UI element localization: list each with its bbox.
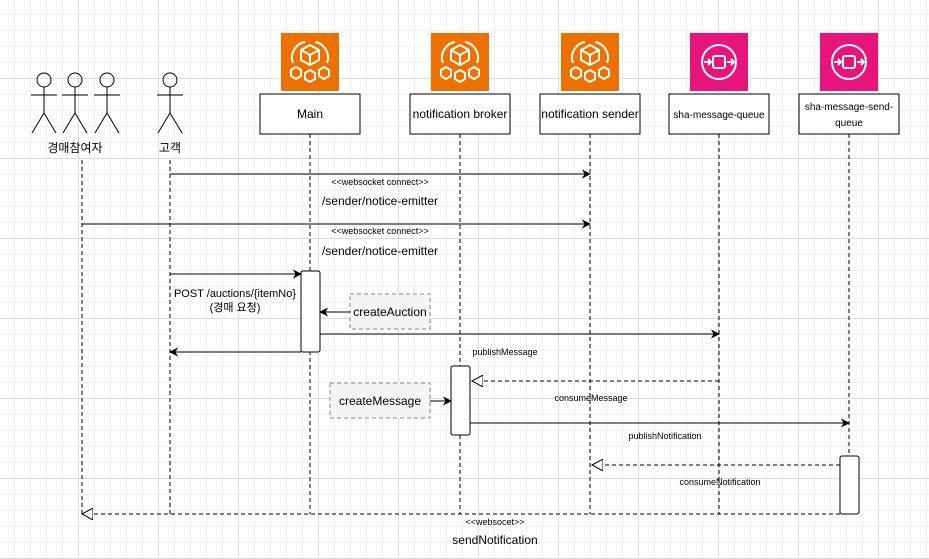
message-websocket-customer: <<websocket connect>> /sender/notice-emi… [170, 169, 591, 208]
queue-sqs-icon [690, 33, 748, 91]
note-create-auction: createAuction [319, 293, 431, 330]
note-create-message: createMessage [329, 382, 452, 419]
message-consume-notification: consumeNotification [592, 465, 840, 487]
participant-send-queue-label-line1: sha-message-send- [805, 102, 893, 113]
message-label-line1: POST /auctions/{itemNo} [174, 288, 296, 300]
message-websocket-bidders: <<websocket connect>> /sender/notice-emi… [82, 219, 591, 258]
message-stereotype: <<websocket connect>> [331, 226, 429, 236]
message-label: publishNotification [628, 431, 701, 441]
message-publish-message: publishMessage [320, 329, 720, 357]
message-label: sendNotification [452, 533, 537, 547]
message-label: /sender/notice-emitter [322, 244, 438, 258]
participant-main-label: Main [297, 107, 323, 121]
main-ecs-icon [281, 33, 339, 91]
participant-broker-label: notification broker [413, 107, 508, 121]
message-stereotype: <<websocet>> [465, 517, 524, 527]
message-label: consumeNotification [679, 477, 760, 487]
actor-icon [62, 72, 88, 134]
main-activation [300, 270, 321, 353]
bidders-actor: 경매참여자 [31, 72, 120, 155]
message-label: /sender/notice-emitter [322, 194, 438, 208]
message-post-auction: POST /auctions/{itemNo} (경매 요청) [170, 269, 302, 314]
message-consume-message: consumeMessage [472, 381, 719, 403]
note-label: createMessage [339, 394, 421, 408]
send-queue-sqs-icon [820, 33, 878, 91]
bidders-label: 경매참여자 [47, 141, 102, 155]
participant-queue: sha-message-queue [668, 93, 770, 135]
participant-send-queue-label-line2: queue [835, 118, 863, 129]
message-label: publishMessage [472, 347, 537, 357]
participant-sender: notification sender [539, 93, 641, 135]
message-send-notification: <<websocet>> sendNotification [82, 514, 840, 547]
customer-actor: 고객 [157, 72, 183, 155]
broker-activation [450, 365, 471, 436]
participant-queue-label: sha-message-queue [673, 110, 765, 121]
message-label-line2: (경매 요청) [210, 301, 261, 314]
sender-ecs-icon [561, 33, 619, 91]
participant-sender-label: notification sender [541, 107, 638, 121]
participant-send-queue: sha-message-send- queue [798, 93, 900, 135]
customer-label: 고객 [159, 141, 181, 155]
message-stereotype: <<websocket connect>> [331, 177, 429, 187]
message-label: consumeMessage [554, 393, 627, 403]
actor-icon [157, 72, 183, 134]
send-queue-activation [839, 455, 860, 515]
message-publish-notification: publishNotification [470, 418, 850, 441]
actor-icon [31, 72, 57, 134]
broker-ecs-icon [431, 33, 489, 91]
participant-main: Main [259, 93, 361, 135]
actor-icon [94, 72, 120, 134]
note-label: createAuction [353, 305, 426, 319]
participant-broker: notification broker [409, 93, 511, 135]
